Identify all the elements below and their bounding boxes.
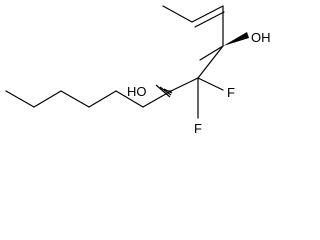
label-f-bottom: F bbox=[194, 121, 202, 136]
bond-hexyl-1 bbox=[142, 90, 172, 108]
bond-carbinol-to-cf2 bbox=[199, 45, 224, 61]
bond-c-f-right bbox=[197, 77, 224, 91]
bond-methyl bbox=[162, 5, 193, 23]
structure-canvas: OH HO F F bbox=[5, 5, 271, 136]
bond-to-cf2 bbox=[197, 45, 224, 79]
hash-bond-ho-left bbox=[155, 84, 173, 98]
label-oh-top: OH bbox=[251, 30, 271, 45]
label-ho-left: HO bbox=[127, 84, 147, 99]
bond-hexyl-5 bbox=[33, 90, 62, 108]
bond-hexyl-4 bbox=[60, 90, 90, 108]
bond-hexyl-3 bbox=[88, 90, 117, 108]
bond-hexyl-6 bbox=[5, 90, 35, 108]
bond-double-inner bbox=[194, 11, 225, 28]
bond-double-main bbox=[191, 5, 224, 23]
bond-cf2-to-carbinol2 bbox=[170, 77, 199, 92]
wedge-bond-oh-top bbox=[223, 32, 249, 46]
label-f-right: F bbox=[227, 85, 235, 100]
bond-hexyl-2 bbox=[115, 90, 144, 108]
